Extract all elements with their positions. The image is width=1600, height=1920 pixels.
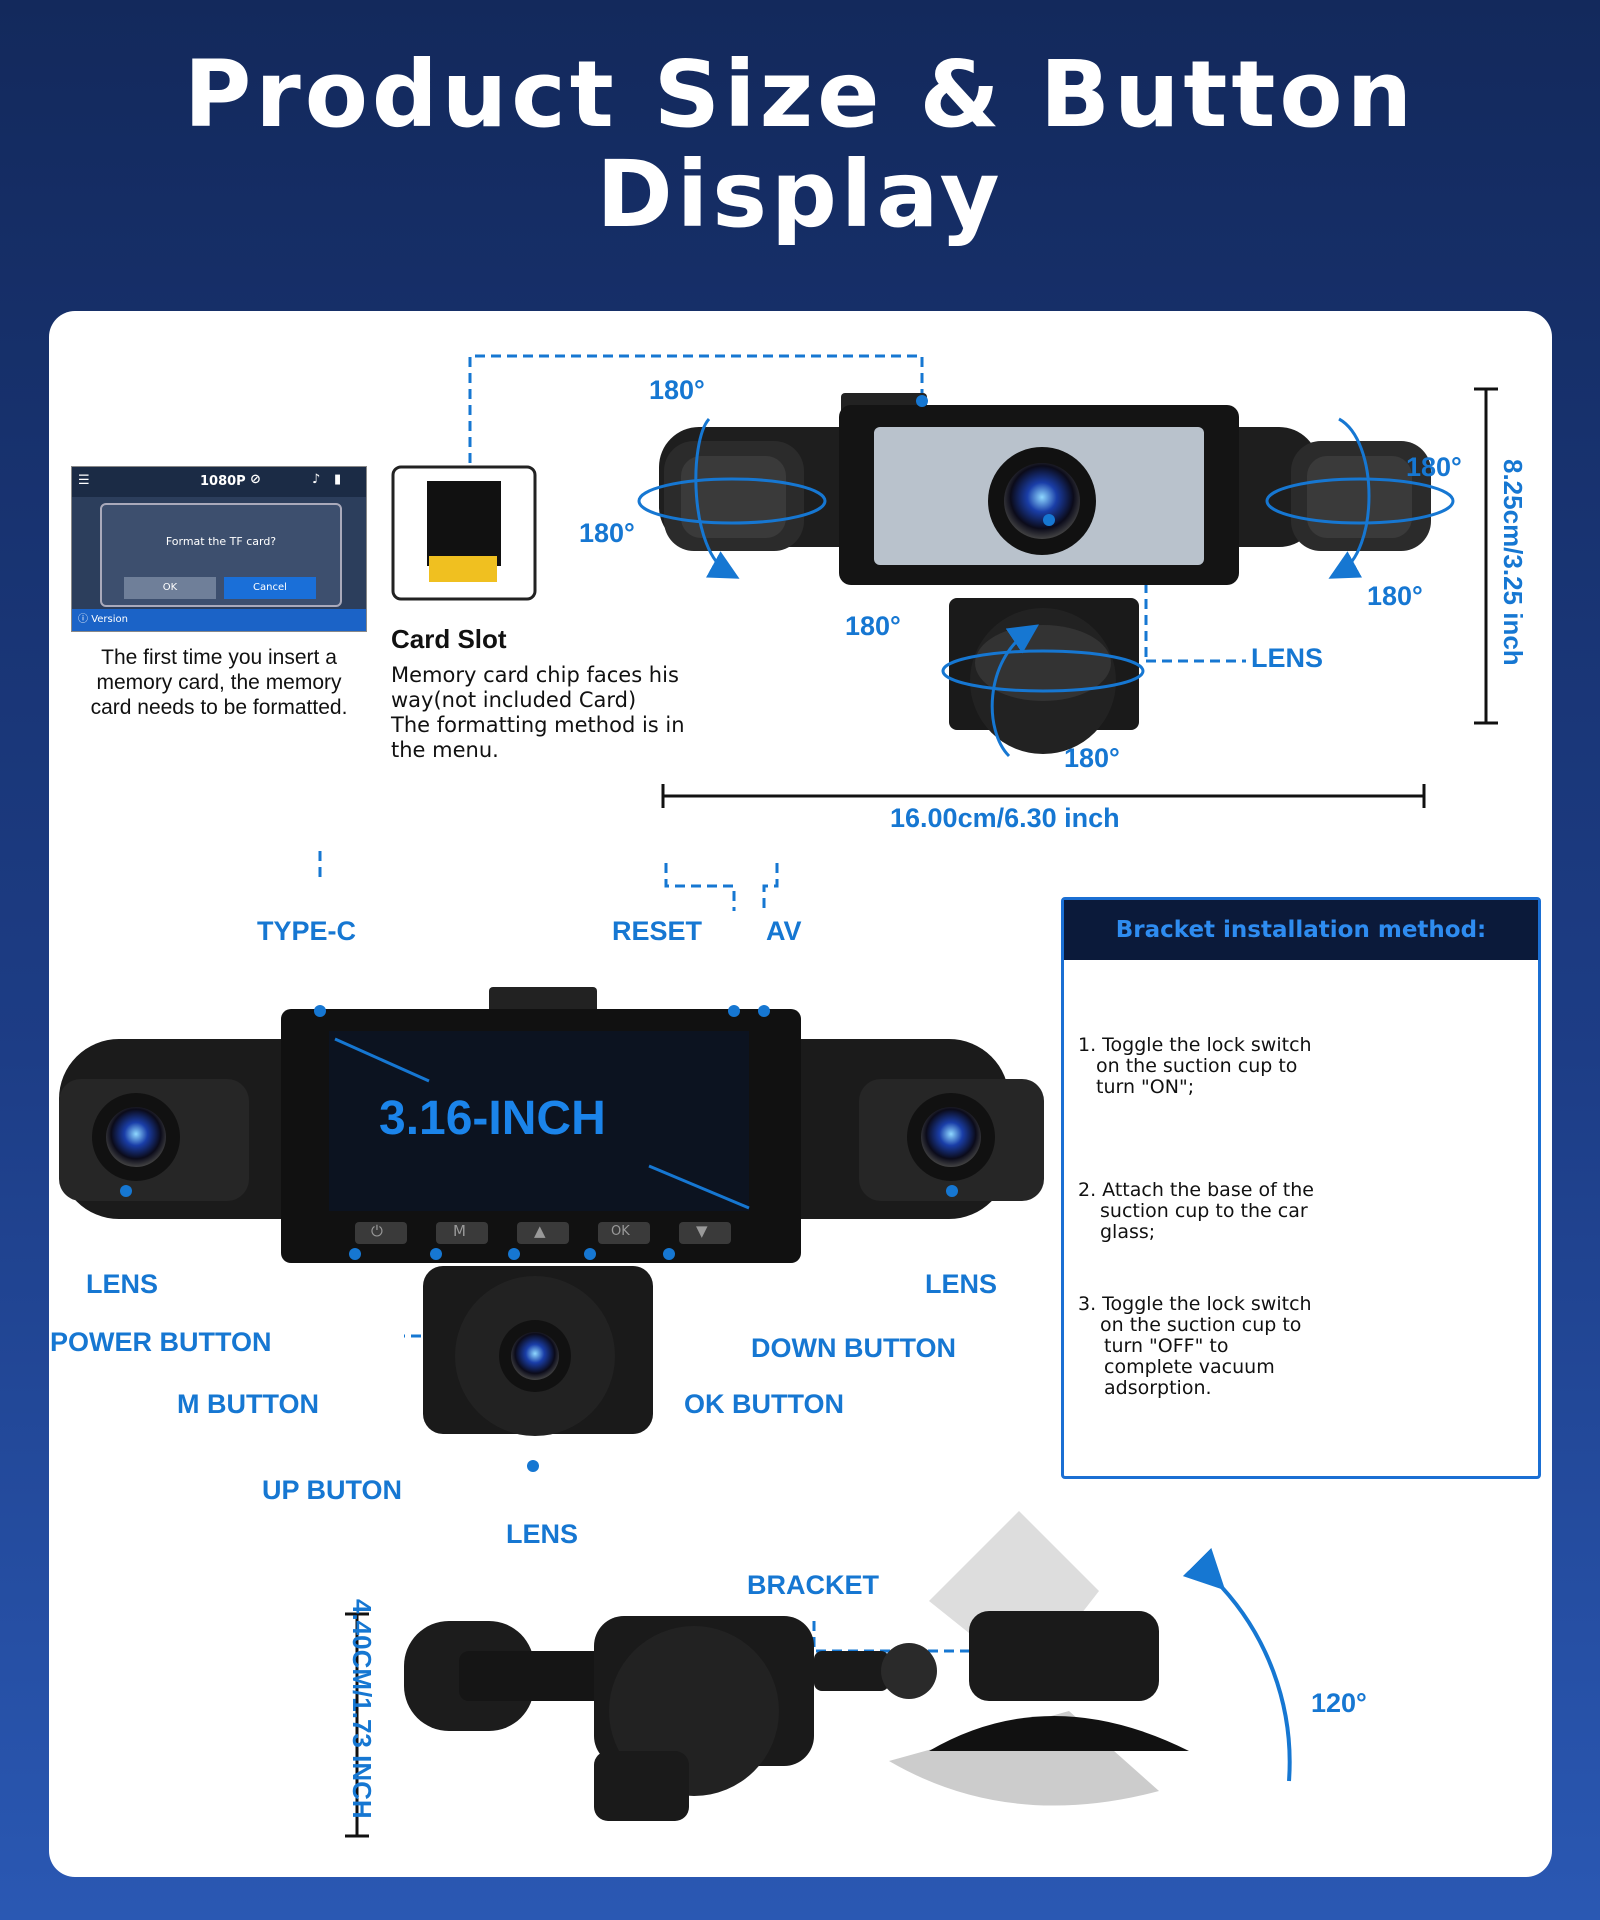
dialog-ok-button[interactable]: OK: [124, 577, 216, 599]
version-label: Version: [91, 614, 128, 625]
depth-dimension: 4.40CM/1.73 INCH: [347, 1599, 377, 1819]
angle-arc: [1182, 1547, 1292, 1782]
rotation-label-4: 180°: [1367, 581, 1423, 611]
mic-icon: ♪: [312, 472, 321, 487]
m-button-label: M BUTTON: [177, 1389, 319, 1419]
bracket-installation-box: Bracket installation method: 1. Toggle t…: [1061, 897, 1541, 1479]
info-icon: ⓘ: [78, 614, 88, 625]
page-title-line1: Product Size & Button: [183, 41, 1417, 148]
av-label: AV: [766, 916, 802, 946]
card-slot-text: Memory card chip faces his way(not inclu…: [391, 663, 685, 762]
side-dimension-line: [345, 1612, 369, 1838]
rotation-label-5: 180°: [845, 611, 901, 641]
card-slot-heading: Card Slot: [391, 624, 507, 654]
battery-icon: ▮: [334, 472, 342, 487]
side-view-dashcam: [404, 1511, 1189, 1821]
ok-button-label: OK BUTTON: [684, 1389, 844, 1419]
up-arrow-icon: ▲: [534, 1222, 546, 1240]
ok-icon: OK: [611, 1224, 630, 1239]
control-buttons: [355, 1222, 731, 1244]
screen-size-label: 3.16-INCH: [379, 1092, 606, 1145]
format-note: The first time you insert a memory card,…: [90, 646, 348, 719]
down-arrow-icon: ▼: [696, 1222, 708, 1240]
width-dimension: 16.00cm/6.30 inch: [890, 803, 1120, 833]
resolution-text: 1080P: [200, 474, 246, 489]
reset-label: RESET: [612, 916, 703, 946]
menu-screen: ☰ 1080P ⊘ ♪ ▮ Format the TF card? OK Can…: [71, 466, 367, 632]
lens-right-label: LENS: [925, 1269, 998, 1299]
lens-bottom-label: LENS: [506, 1519, 579, 1549]
power-button-label: POWER BUTTON: [50, 1327, 272, 1357]
angle-label: 120°: [1311, 1688, 1367, 1718]
top-lens-label: LENS: [1251, 643, 1324, 673]
height-dimension: 8.25cm/3.25 inch: [1498, 459, 1528, 666]
rotation-arrows: [637, 417, 1455, 758]
top-dimension-lines: [661, 387, 1498, 808]
down-button-label: DOWN BUTTON: [751, 1333, 956, 1363]
up-button-label: UP BUTON: [262, 1475, 403, 1505]
rotation-label-1: 180°: [649, 375, 705, 405]
power-icon: ⏻: [371, 1222, 383, 1240]
right-lens-pod: [1291, 441, 1431, 551]
callout-dots: [120, 395, 1085, 1657]
dialog-cancel-button[interactable]: Cancel: [224, 577, 316, 599]
page-title-line2: Display: [596, 141, 1004, 248]
rotation-label-2: 180°: [579, 518, 635, 548]
top-dashcam: [659, 393, 1431, 754]
rotation-label-6: 180°: [1064, 743, 1120, 773]
content-card: ☰ 1080P ⊘ ♪ ▮ Format the TF card? OK Can…: [49, 311, 1552, 1877]
format-dialog: Format the TF card? OK Cancel: [100, 503, 342, 607]
format-prompt: Format the TF card?: [165, 535, 277, 548]
no-eye-icon: ⊘: [250, 472, 261, 487]
bracket-label: BRACKET: [747, 1570, 879, 1600]
screen-status-bar: ☰ 1080P ⊘ ♪ ▮: [72, 467, 366, 497]
sd-card-icon: [391, 465, 537, 601]
rotation-label-3: 180°: [1406, 452, 1462, 482]
left-lens-pod: [664, 441, 804, 551]
settings-icon: ☰: [78, 473, 90, 488]
lens-left-label: LENS: [86, 1269, 159, 1299]
bracket-installation-title: Bracket installation method:: [1064, 900, 1538, 960]
front-dashcam: [59, 987, 1044, 1436]
m-icon: M: [453, 1222, 466, 1240]
type-c-label: TYPE-C: [257, 916, 357, 946]
